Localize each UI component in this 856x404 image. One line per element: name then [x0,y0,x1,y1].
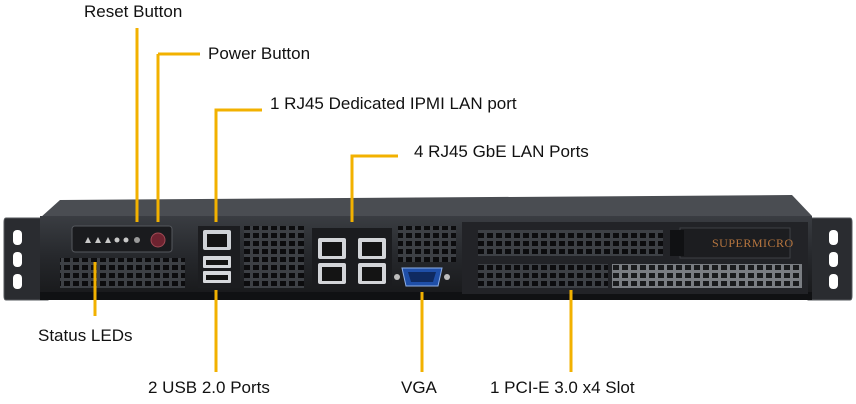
leader-lines [93,28,573,372]
power-button-mark [150,232,166,248]
control-panel [71,225,173,253]
rack-ear-right [807,217,853,301]
label-status-leds: Status LEDs [38,326,133,345]
reset-button-mark [134,237,140,243]
gbe-ports-block [312,228,392,288]
label-vga: VGA [401,378,437,397]
ipmi-usb-block [198,226,240,288]
label-power-button: Power Button [208,44,311,63]
label-gbe-ports: 4 RJ45 GbE LAN Ports [414,142,589,161]
vga-port [394,267,450,287]
label-pcie-slot: 1 PCI-E 3.0 x4 Slot [490,378,635,397]
pcie-slot-area [462,222,808,294]
label-reset-button: Reset Button [84,2,183,21]
label-usb-ports: 2 USB 2.0 Ports [148,378,270,397]
rack-ear-left [3,217,49,301]
label-ipmi-port: 1 RJ45 Dedicated IPMI LAN port [270,94,517,113]
supermicro-logo: SUPERMICRO [712,236,794,250]
